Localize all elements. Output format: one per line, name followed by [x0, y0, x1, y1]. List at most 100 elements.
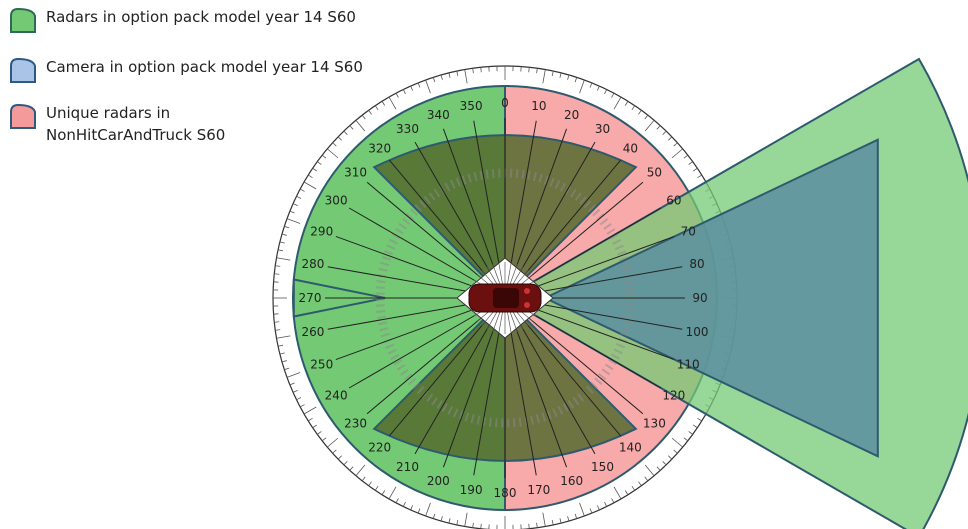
degree-label: 80: [689, 257, 704, 271]
radial-line: [335, 235, 479, 289]
dial-tick: [292, 203, 298, 207]
dial-tick: [480, 67, 482, 73]
dial-tick: [604, 89, 608, 95]
radial-line: [518, 321, 596, 455]
dial-tick: [349, 125, 354, 130]
dial-tick: [536, 68, 538, 74]
dial-tick: [276, 335, 291, 339]
dial-tick: [611, 92, 615, 98]
legend-label-camera: Camera in option pack model year 14 S60: [46, 58, 363, 76]
dial-tick: [688, 431, 693, 435]
dial-tick: [668, 136, 673, 141]
degree-label: 230: [344, 416, 367, 430]
dial-tick: [472, 68, 474, 74]
radial-line: [388, 319, 488, 437]
dial-tick: [542, 512, 546, 527]
dial-tick: [381, 490, 386, 495]
dial-tick: [349, 466, 354, 471]
legend: Radars in option pack model year 14 S60 …: [8, 6, 428, 166]
clearance-spoke: [492, 309, 502, 332]
dial-tick: [284, 367, 290, 371]
radial-line: [473, 120, 501, 271]
dial-tick: [662, 130, 667, 135]
clearance-spoke: [508, 309, 518, 332]
dial-tick: [395, 498, 399, 504]
radial-line: [514, 128, 568, 272]
radial-line: [531, 307, 675, 361]
dial-tick: [440, 74, 443, 80]
dial-tick: [289, 210, 295, 214]
dial-tick: [624, 490, 629, 495]
degree-label: 280: [302, 257, 325, 271]
dial-tick: [528, 523, 530, 529]
degree-label: 200: [427, 474, 450, 488]
radial-line: [522, 159, 622, 277]
car-roof: [493, 288, 519, 308]
dial-tick: [432, 513, 436, 519]
dial-tick: [410, 85, 414, 91]
degree-label: 90: [692, 291, 707, 305]
dial-tick: [276, 257, 291, 261]
radial-line: [509, 120, 537, 271]
dial-tick: [440, 516, 443, 522]
radial-line: [531, 235, 675, 289]
dial-tick: [275, 265, 281, 267]
dial-tick: [644, 464, 655, 476]
dial-tick: [596, 505, 600, 511]
radial-line: [526, 315, 644, 415]
dial-tick: [417, 82, 421, 88]
dial-tick: [432, 77, 436, 83]
radial-line: [442, 324, 496, 468]
legend-label-radars: Radars in option pack model year 14 S60: [46, 8, 356, 26]
degree-label: 130: [643, 416, 666, 430]
dial-tick: [448, 72, 451, 78]
dial-tick: [613, 96, 622, 110]
dial-tick: [456, 519, 459, 526]
clearance-spoke: [506, 309, 512, 334]
dial-tick: [624, 101, 629, 106]
radial-line: [473, 325, 501, 476]
degree-label: 40: [623, 142, 638, 156]
dial-tick: [456, 70, 459, 77]
radial-line: [414, 141, 492, 275]
degree-label: 270: [299, 291, 322, 305]
dial-tick: [296, 397, 302, 401]
radial-line: [532, 302, 683, 330]
degree-label: 320: [368, 142, 391, 156]
dial-tick: [613, 486, 622, 500]
degree-label: 20: [564, 108, 579, 122]
dial-tick: [589, 82, 593, 88]
dial-tick: [631, 105, 636, 111]
degree-label: 30: [595, 122, 610, 136]
dial-tick: [697, 174, 702, 179]
dial-tick: [317, 431, 322, 435]
dial-tick: [275, 329, 281, 331]
dial-tick: [279, 241, 285, 244]
dial-tick: [692, 424, 698, 429]
dial-tick: [355, 464, 366, 476]
dial-tick: [332, 449, 337, 454]
dial-tick: [327, 437, 339, 448]
clearance-spoke: [506, 262, 512, 287]
dial-tick: [277, 249, 284, 252]
legend-item-radars: Radars in option pack model year 14 S60: [8, 6, 356, 34]
dial-tick: [303, 406, 317, 415]
degree-label: 210: [396, 460, 419, 474]
degree-label: 330: [396, 122, 419, 136]
radial-lines: [325, 118, 685, 478]
degree-label: 140: [619, 440, 642, 454]
dial-tick: [697, 417, 702, 422]
dial-tick: [281, 360, 287, 363]
dial-tick: [692, 167, 698, 172]
dial-tick: [574, 77, 578, 83]
dial-tick: [425, 502, 431, 517]
radial-line: [327, 266, 478, 294]
radial-line: [442, 128, 496, 272]
legend-label-unique-radars: Unique radars in NonHitCarAndTruck S60: [46, 104, 226, 144]
degree-label: 300: [325, 194, 348, 208]
dial-tick: [317, 161, 322, 165]
degree-label: 0: [501, 96, 509, 110]
dial-tick: [402, 501, 406, 507]
